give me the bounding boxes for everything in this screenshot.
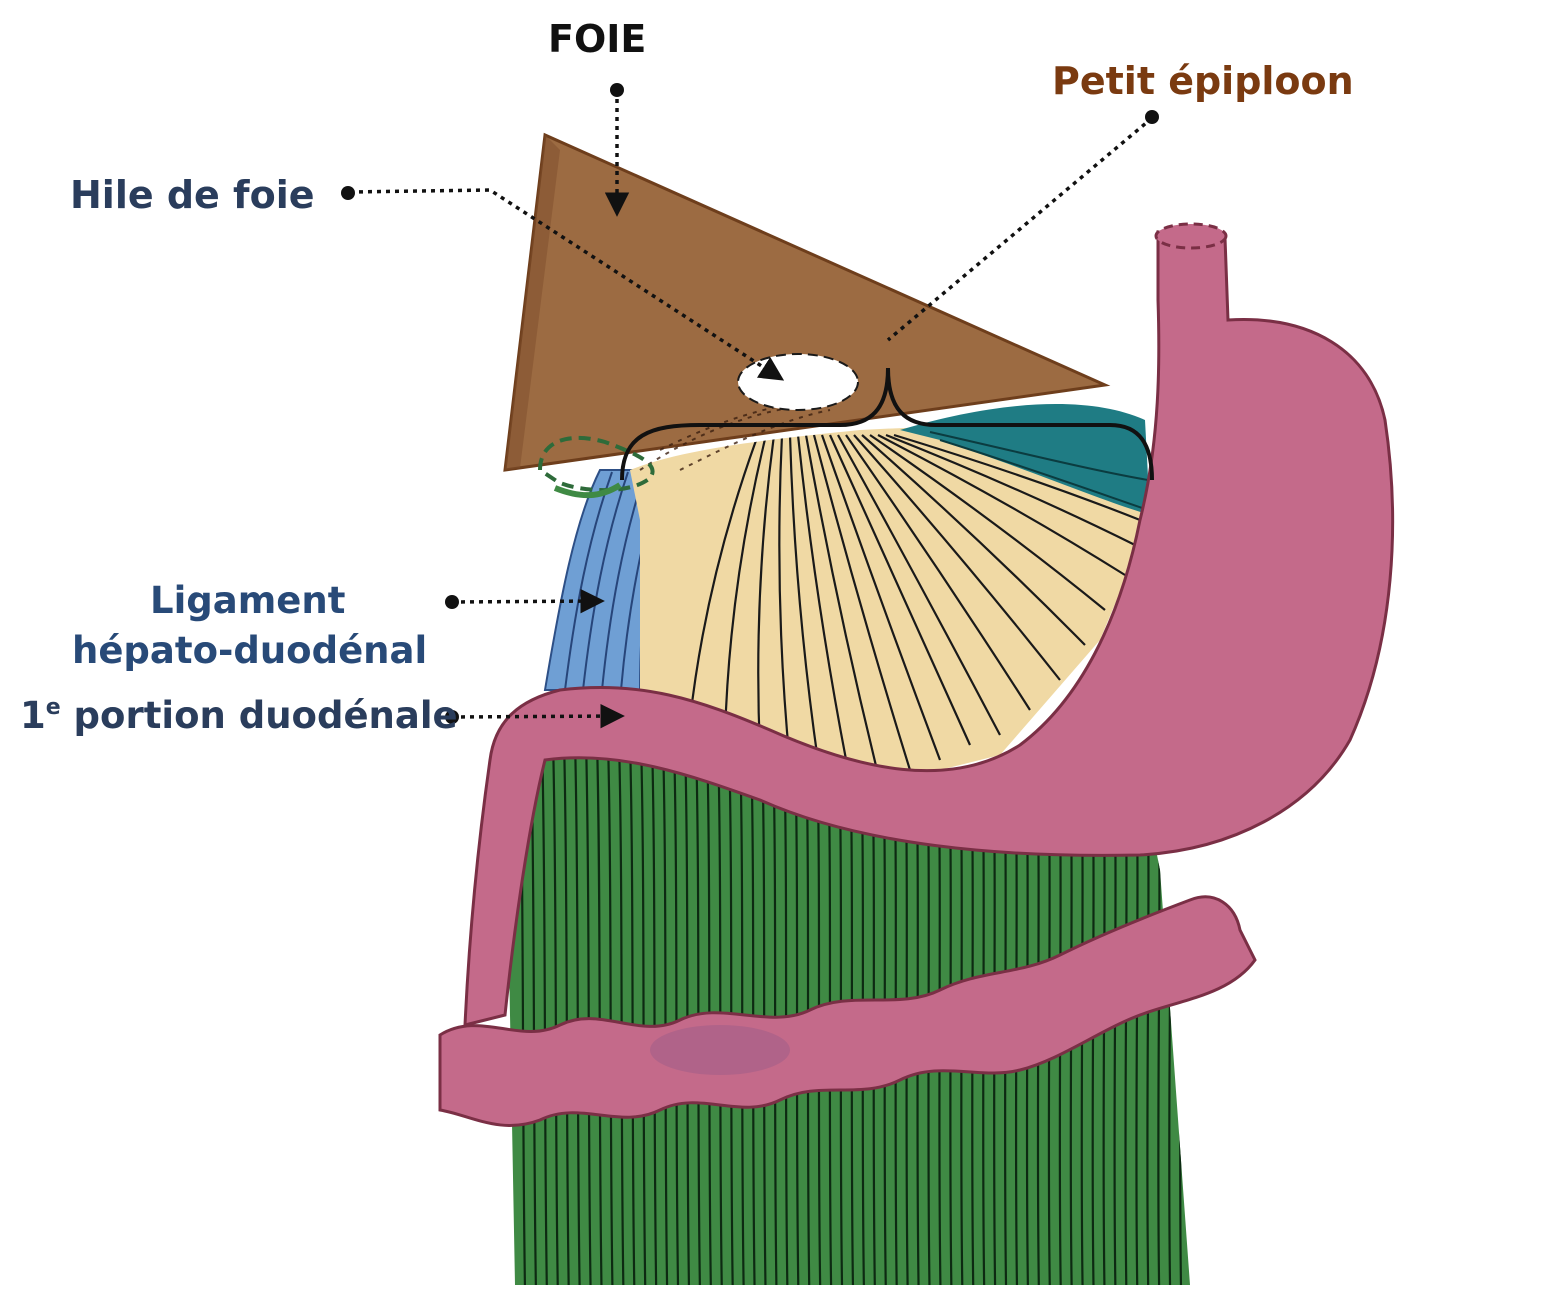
- label-ligament-line2: hépato-duodénal: [72, 632, 427, 669]
- dot-omentum: [1145, 110, 1159, 124]
- dot-ligament: [445, 595, 459, 609]
- dot-liver: [610, 83, 624, 97]
- dot-hilum: [341, 186, 355, 200]
- liver-hilum: [738, 354, 858, 410]
- label-first-duodenal-portion: 1e portion duodénale: [20, 697, 458, 734]
- label-duodenum-number: 1: [20, 694, 46, 737]
- label-liver-hilum: Hile de foie: [70, 176, 315, 214]
- label-lesser-omentum: Petit épiploon: [1052, 62, 1354, 100]
- label-liver: FOIE: [548, 20, 646, 58]
- colon-shadow: [650, 1025, 790, 1075]
- label-duodenum-superscript: e: [46, 695, 61, 720]
- label-ligament-line1: Ligament: [150, 582, 345, 619]
- label-duodenum-text: portion duodénale: [61, 694, 458, 737]
